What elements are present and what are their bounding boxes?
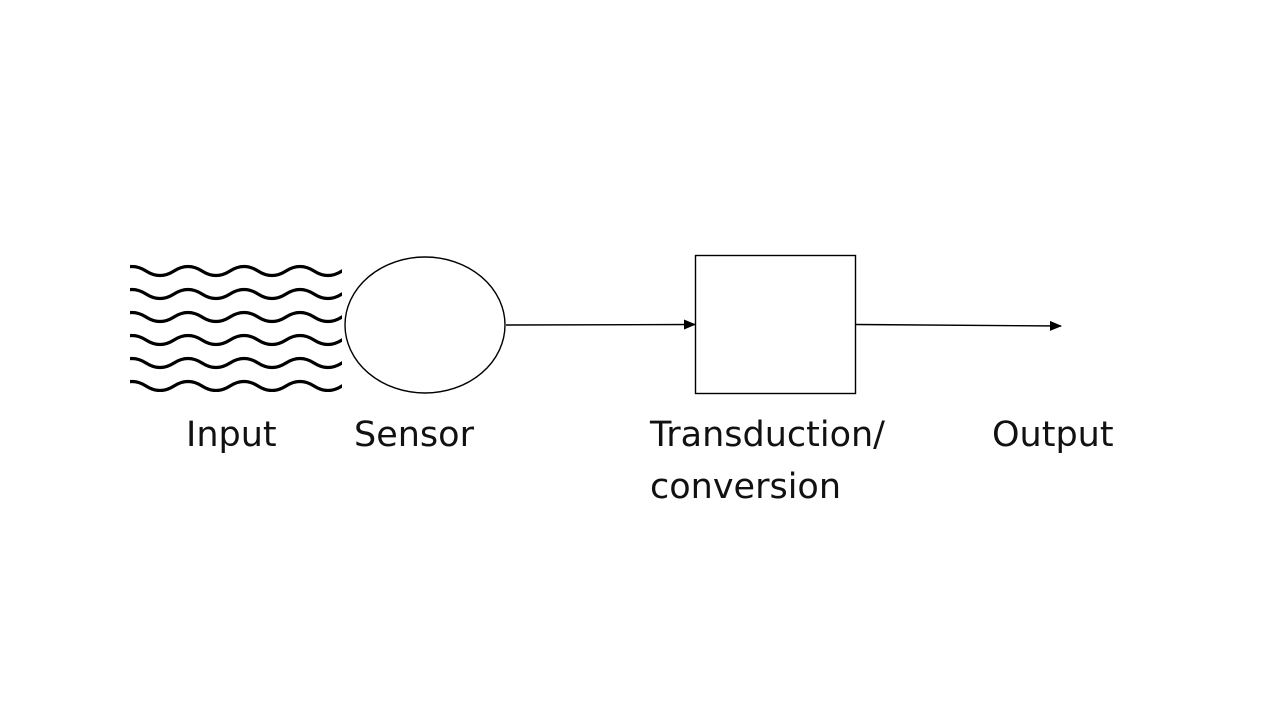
wave-line (130, 356, 342, 370)
input-label: Input (186, 415, 277, 455)
wave-line (130, 333, 342, 347)
transduction-box (694, 254, 857, 395)
sensor-label: Sensor (354, 415, 474, 455)
wave-line (130, 379, 342, 392)
output-label: Output (992, 415, 1114, 455)
transduction-to-output-arrow (855, 320, 1062, 331)
sensor-ellipse (344, 256, 506, 394)
sensor-to-transduction-arrow (505, 319, 696, 330)
wave-line (130, 287, 342, 301)
wave-line (130, 264, 342, 278)
transduction-label: Transduction/ conversion (650, 409, 885, 513)
transduction-label-line2: conversion (650, 467, 842, 507)
wave-line (130, 310, 342, 324)
transduction-label-line1: Transduction/ (650, 415, 885, 455)
wave-lines-icon (130, 264, 342, 392)
